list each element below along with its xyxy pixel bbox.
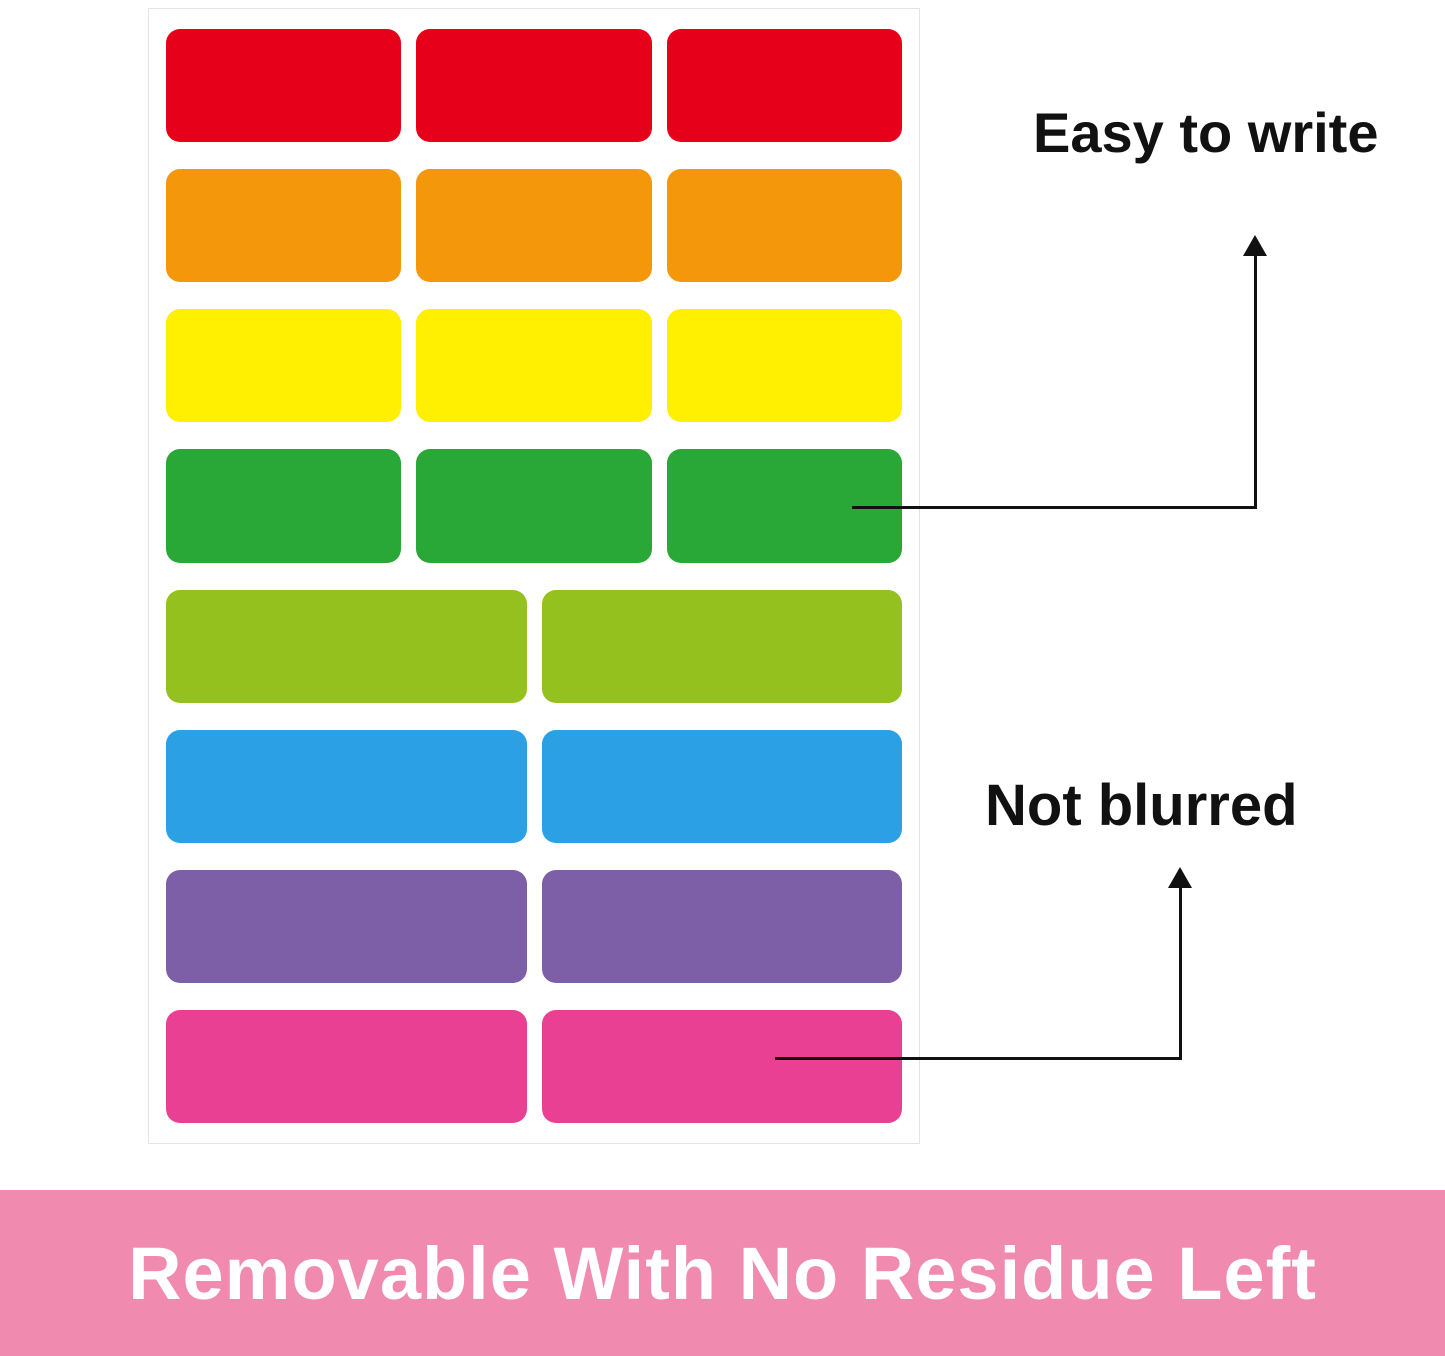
- easy-arrow-up-icon: [1243, 235, 1267, 256]
- orange-sticker: [166, 169, 402, 283]
- sticker-row-yellow: [166, 309, 902, 423]
- green-sticker: [666, 449, 902, 563]
- sticker-row-purple: [166, 869, 902, 983]
- banner-text: Removable With No Residue Left: [128, 1231, 1317, 1315]
- easy-to-write-label: Easy to write: [1033, 101, 1379, 164]
- green-sticker: [166, 449, 402, 563]
- orange-sticker: [416, 169, 652, 283]
- easy-arrow-vertical-line: [1254, 252, 1257, 509]
- sticker-row-lime: [166, 589, 902, 703]
- sticker-row-orange: [166, 169, 902, 283]
- not-blurred-label: Not blurred: [985, 773, 1298, 838]
- green-sticker: [416, 449, 652, 563]
- pink-sticker: [166, 1009, 527, 1123]
- lime-sticker: [166, 589, 527, 703]
- purple-sticker: [166, 869, 527, 983]
- yellow-sticker: [666, 309, 902, 423]
- purple-sticker: [541, 869, 902, 983]
- sticker-row-red: [166, 29, 902, 143]
- blue-sticker: [166, 729, 527, 843]
- blurred-arrow-horizontal-line: [775, 1057, 1182, 1060]
- bottom-banner: Removable With No Residue Left: [0, 1190, 1445, 1356]
- sticker-sheet: [148, 8, 920, 1144]
- blurred-arrow-up-icon: [1168, 867, 1192, 888]
- yellow-sticker: [166, 309, 402, 423]
- sticker-row-green: [166, 449, 902, 563]
- blurred-arrow-vertical-line: [1179, 885, 1182, 1060]
- sticker-row-pink: [166, 1009, 902, 1123]
- easy-arrow-horizontal-line: [852, 506, 1257, 509]
- blue-sticker: [541, 729, 902, 843]
- lime-sticker: [541, 589, 902, 703]
- red-sticker: [166, 29, 402, 143]
- red-sticker: [416, 29, 652, 143]
- pink-sticker: [541, 1009, 902, 1123]
- red-sticker: [666, 29, 902, 143]
- orange-sticker: [666, 169, 902, 283]
- sticker-row-blue: [166, 729, 902, 843]
- yellow-sticker: [416, 309, 652, 423]
